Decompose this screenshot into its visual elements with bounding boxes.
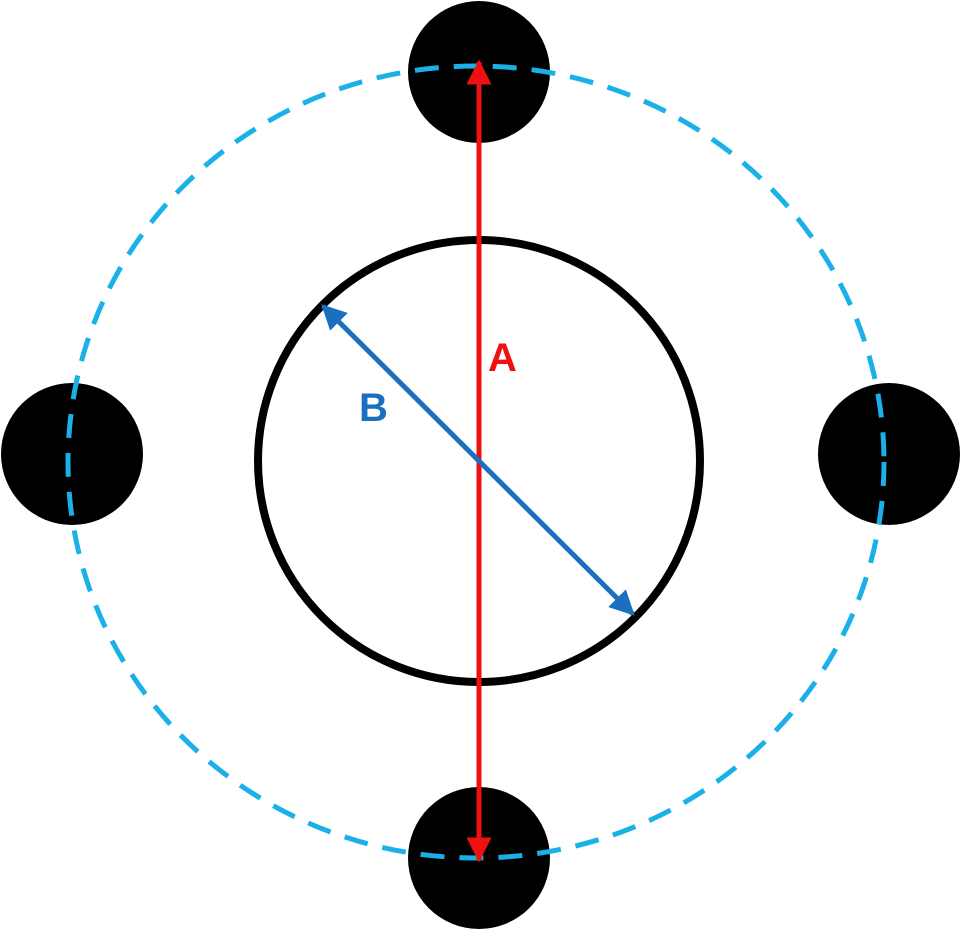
dimension-b-label: B: [359, 386, 388, 430]
bolt-right: [818, 383, 960, 525]
dimension-a-label: A: [488, 336, 517, 380]
bolt-left: [1, 383, 143, 525]
dimension-b-arrow: [321, 304, 635, 616]
